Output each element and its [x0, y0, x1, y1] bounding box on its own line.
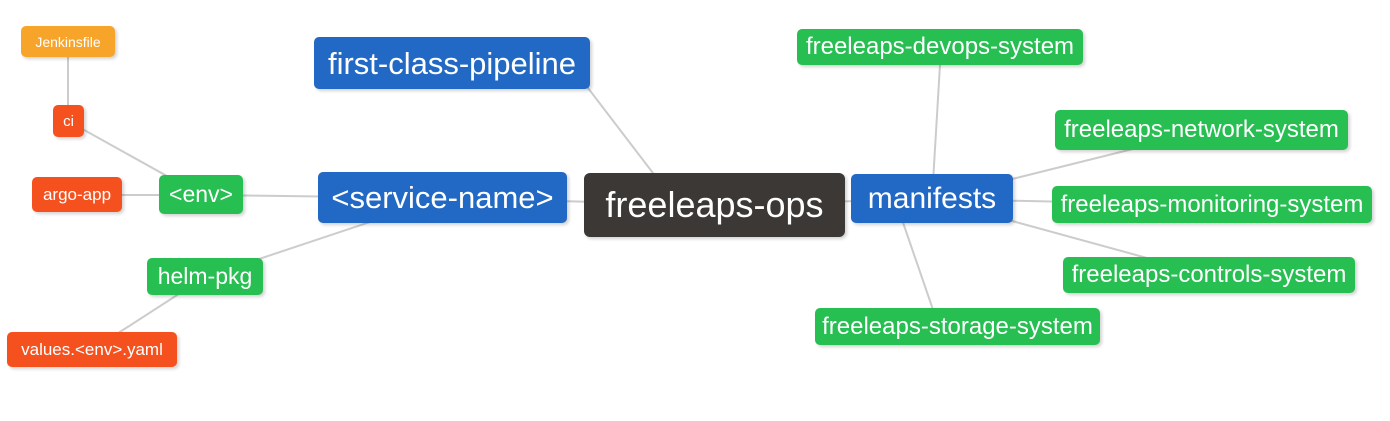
node-freeleaps-storage-system[interactable]: freeleaps-storage-system	[815, 308, 1100, 345]
node-freeleaps-ops-root[interactable]: freeleaps-ops	[584, 173, 845, 237]
node-freeleaps-monitoring-system[interactable]: freeleaps-monitoring-system	[1052, 186, 1372, 223]
node-jenkinsfile[interactable]: Jenkinsfile	[21, 26, 115, 57]
node-manifests[interactable]: manifests	[851, 174, 1013, 223]
edge-pipeline-freeleaps-ops	[587, 87, 657, 178]
node-freeleaps-controls-system[interactable]: freeleaps-controls-system	[1063, 257, 1355, 293]
edge-manifests-devops-system	[931, 47, 942, 200]
node-freeleaps-network-system[interactable]: freeleaps-network-system	[1055, 110, 1348, 150]
node-service-name[interactable]: <service-name>	[318, 172, 567, 223]
node-freeleaps-devops-system[interactable]: freeleaps-devops-system	[797, 29, 1083, 65]
node-ci[interactable]: ci	[53, 105, 84, 137]
node-first-class-pipeline[interactable]: first-class-pipeline	[314, 37, 590, 89]
node-helm-pkg[interactable]: helm-pkg	[147, 258, 263, 295]
node-values-env-yaml[interactable]: values.<env>.yaml	[7, 332, 177, 367]
node-argo-app[interactable]: argo-app	[32, 177, 122, 212]
node-env[interactable]: <env>	[159, 175, 243, 214]
